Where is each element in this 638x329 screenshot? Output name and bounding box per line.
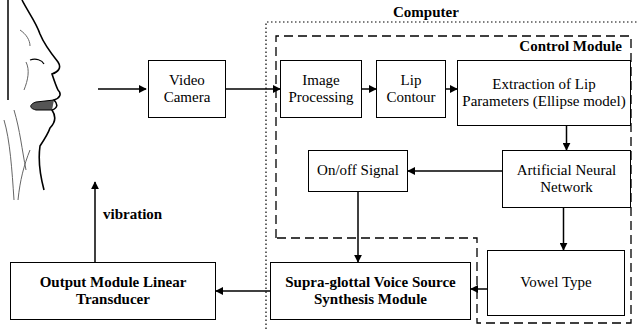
process-box: Video Camera xyxy=(148,60,226,118)
output-box: Output Module Linear Transducer xyxy=(10,262,216,320)
box-text: Artificial Neural Network xyxy=(503,162,630,197)
output-type-box: Vowel Type xyxy=(487,250,625,316)
flow-arrow xyxy=(226,88,280,90)
process-box: Image Processing xyxy=(280,60,362,118)
box-text: On/off Signal xyxy=(314,162,402,179)
flow-arrow xyxy=(471,288,487,290)
flow-arrow xyxy=(408,170,502,172)
dotted-line xyxy=(266,22,638,329)
synthesis-box: Supra-glottal Voice Source Synthesis Mod… xyxy=(270,262,471,320)
flow-arrow xyxy=(216,290,270,292)
face-shading xyxy=(4,30,30,200)
flow-arrow xyxy=(563,208,565,250)
box-text: Image Processing xyxy=(281,72,361,107)
box-text: Video Camera xyxy=(149,72,225,107)
vibration-arrow xyxy=(94,182,96,262)
open-mouth xyxy=(31,100,54,110)
region-heading: Computer xyxy=(393,4,459,21)
box-text: Vowel Type xyxy=(517,274,594,291)
flow-arrow xyxy=(362,88,376,90)
box-text: Output Module Linear Transducer xyxy=(11,274,215,309)
head-outline xyxy=(7,0,9,100)
flow-arrow xyxy=(357,192,359,262)
eye-mark xyxy=(30,59,44,64)
box-text: Supra-glottal Voice Source Synthesis Mod… xyxy=(271,274,470,309)
region-heading: Control Module xyxy=(519,38,622,55)
box-text: Extraction of Lip Parameters (Ellipse mo… xyxy=(458,76,630,111)
box-text: Lip Contour xyxy=(377,72,445,107)
signal-label: vibration xyxy=(101,206,164,223)
face-profile xyxy=(22,0,60,190)
flow-arrow xyxy=(566,126,568,150)
face-to-camera-arrow xyxy=(98,88,146,90)
process-box: Lip Contour xyxy=(376,60,446,118)
network-box: Artificial Neural Network xyxy=(502,150,631,208)
process-box: Extraction of Lip Parameters (Ellipse mo… xyxy=(457,60,631,126)
flow-arrow xyxy=(446,88,457,90)
signal-box: On/off Signal xyxy=(308,150,408,192)
computer-region: ComputerControl ModuleImage Processing Li… xyxy=(265,4,638,329)
